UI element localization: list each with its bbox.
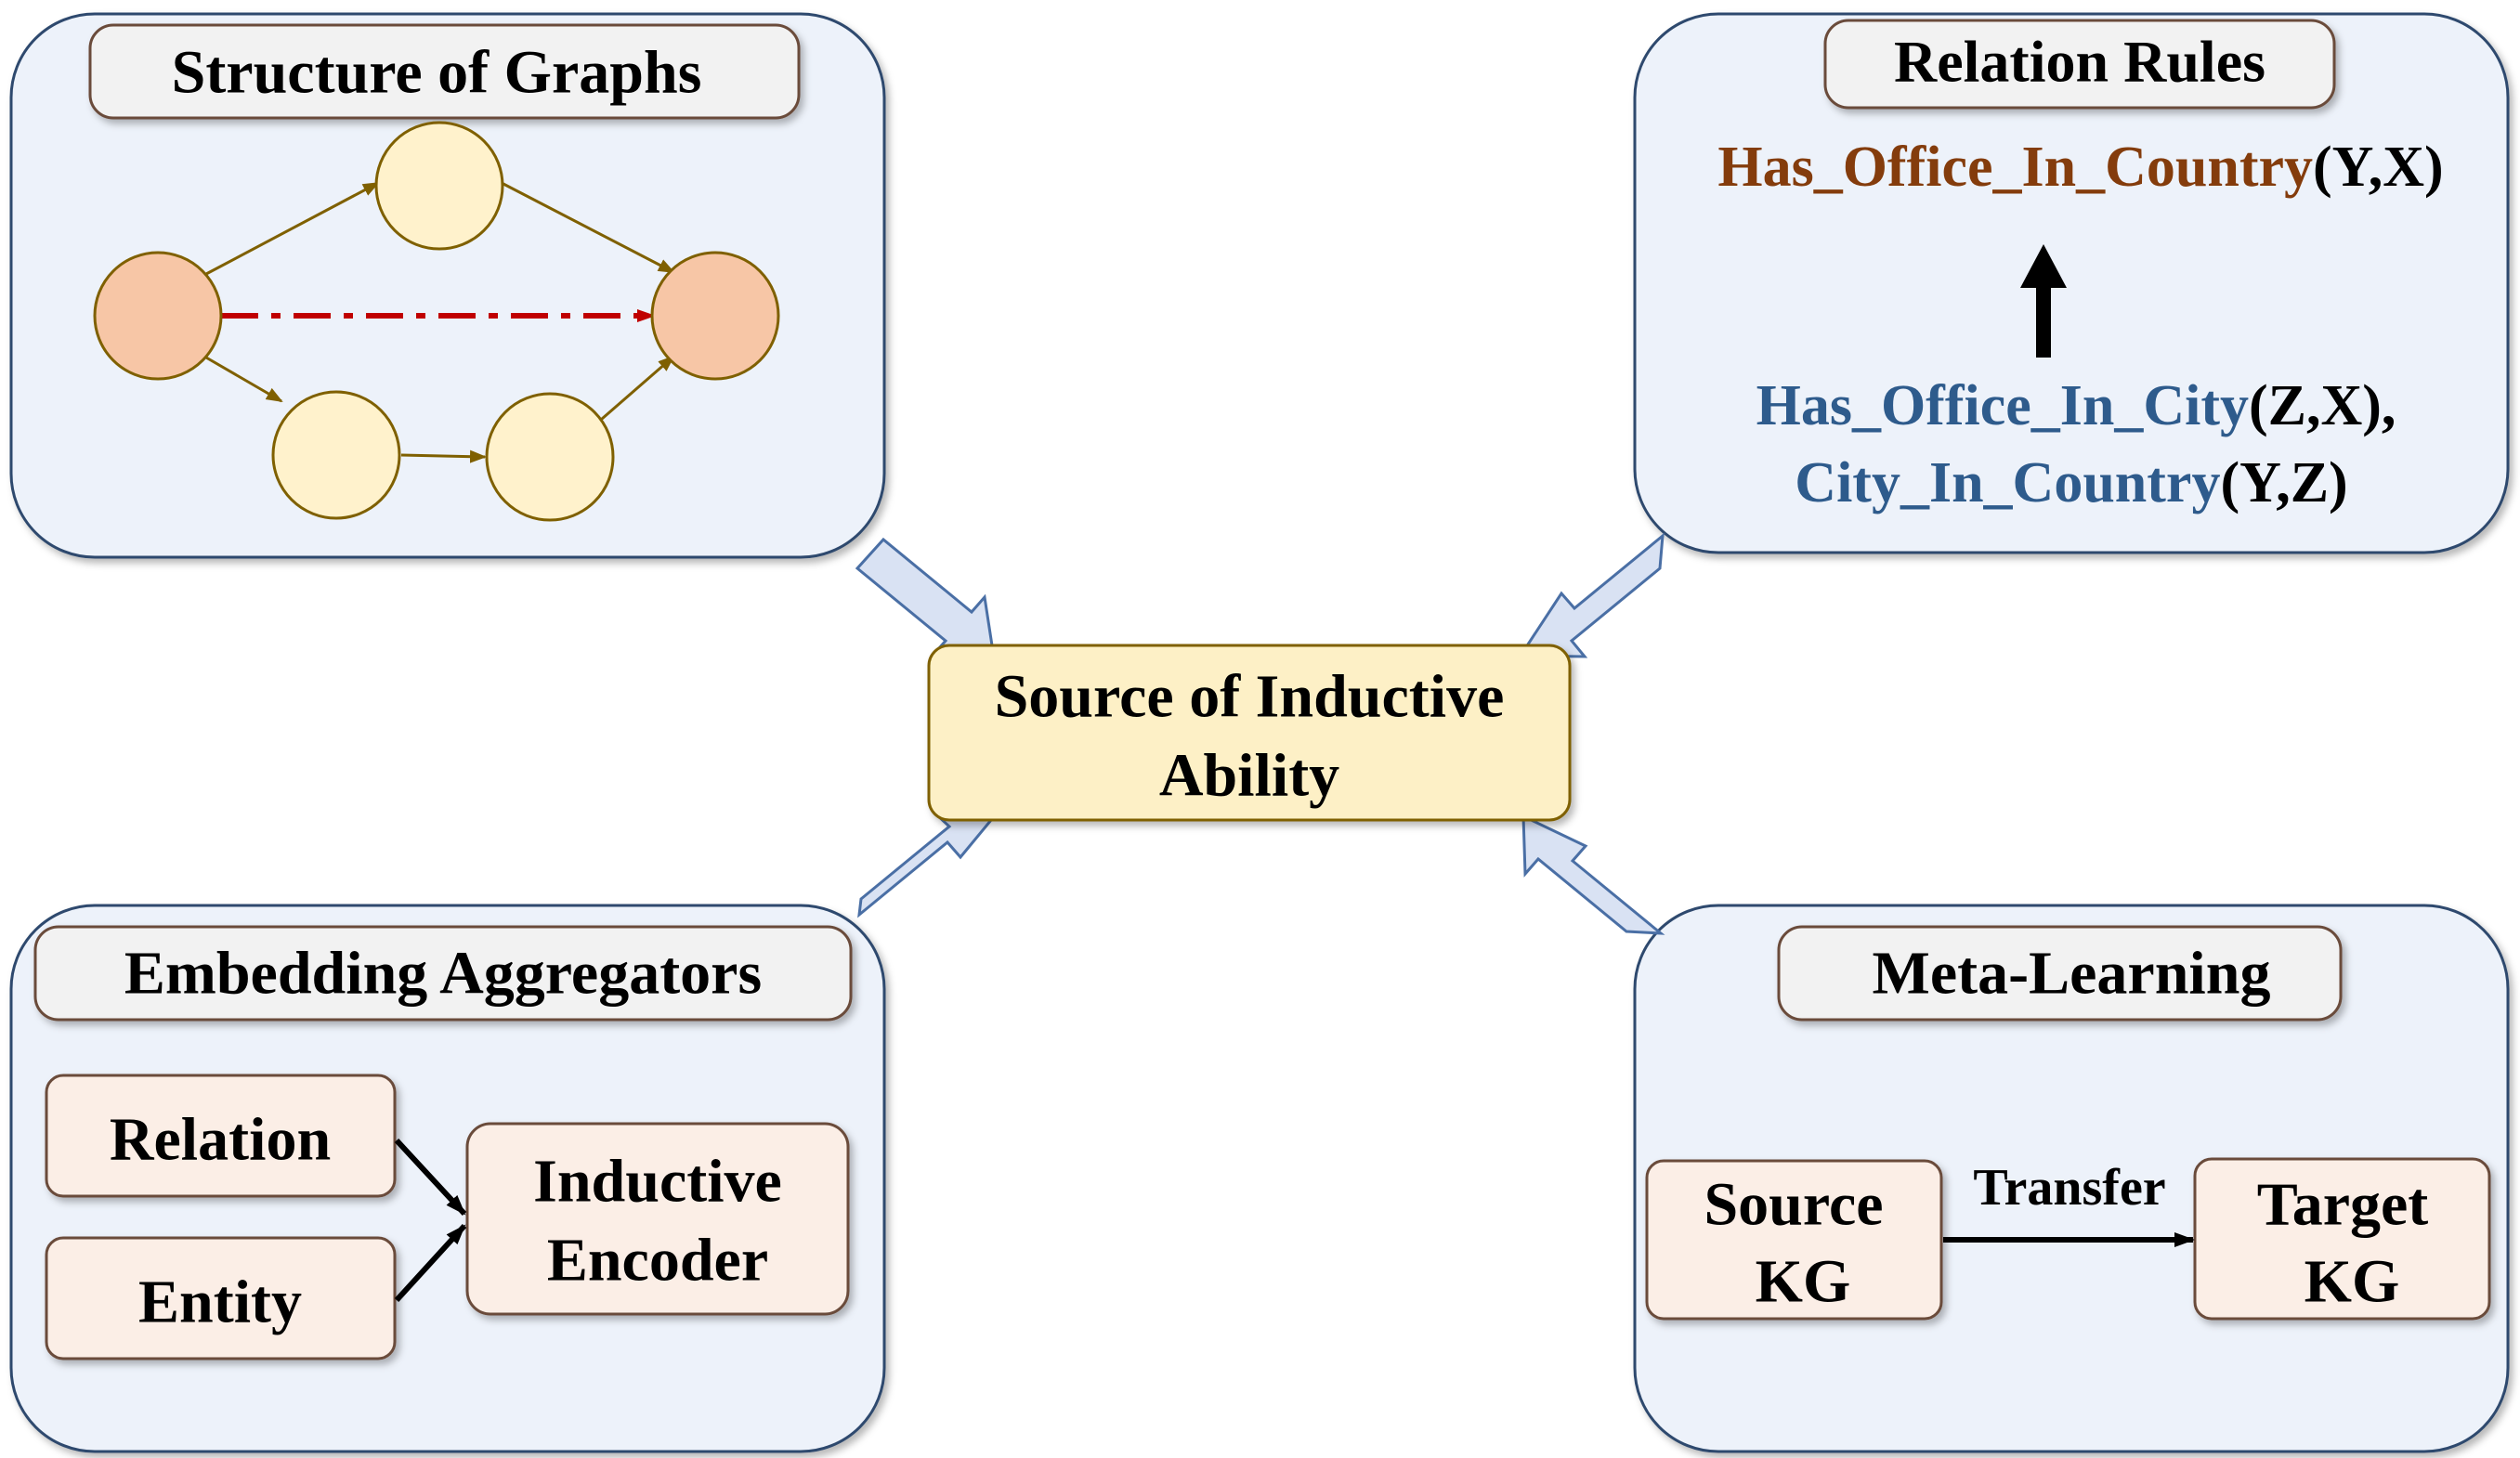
graph-node-tail [650, 251, 780, 381]
rule-body1-args: (Z,X), [2249, 374, 2396, 437]
rule-head: Has_Office_In_Country(Y,X) [1717, 136, 2443, 199]
block-arrows [855, 532, 1665, 935]
graph-edge [501, 181, 675, 274]
center-box: Source of Inductive Ability [927, 644, 1572, 822]
source-kg-line1: Source [1704, 1171, 1883, 1239]
target-kg-box: Target KG [2193, 1157, 2491, 1321]
source-kg-line2: KG [1756, 1248, 1851, 1316]
relation-rules-panel: Relation Rules Has_Office_In_Country(Y,X… [1633, 12, 2510, 554]
entity-box: Entity [45, 1236, 397, 1360]
rule-head-args: (Y,X) [2313, 136, 2444, 199]
graph-node [485, 392, 615, 522]
rule-head-relation: Has_Office_In_Country [1717, 136, 2313, 199]
embedding-aggregators-panel: Embedding Aggregators Relation Entity In… [9, 904, 886, 1453]
encoder-label-line2: Encoder [547, 1227, 768, 1295]
graph-edge [205, 181, 380, 276]
source-kg-box: Source KG [1645, 1159, 1943, 1321]
embedding-title: Embedding Aggregators [124, 940, 762, 1008]
transfer-label: Transfer [1973, 1159, 2165, 1217]
block-arrow-from-rules [1518, 532, 1665, 658]
center-title-line2: Ability [1159, 742, 1339, 810]
rule-body-1: Has_Office_In_City(Z,X), [1756, 374, 2396, 437]
entity-to-encoder-arrow [394, 1223, 467, 1303]
inductive-encoder-box: Inductive Encoder [465, 1122, 850, 1316]
rules-title-box: Relation Rules [1823, 19, 2336, 110]
meta-learning-panel: Meta-Learning Source KG Target KG Transf… [1633, 904, 2510, 1453]
rule-body2-args: (Y,Z) [2220, 451, 2347, 514]
structure-of-graphs-panel: Structure of Graphs [9, 12, 886, 559]
embedding-title-box: Embedding Aggregators [33, 925, 853, 1022]
relation-to-encoder-arrow [394, 1138, 467, 1217]
rule-body1-relation: Has_Office_In_City [1756, 374, 2249, 437]
structure-title: Structure of Graphs [172, 39, 702, 107]
graph-node [271, 390, 401, 520]
encoder-label-line1: Inductive [533, 1148, 782, 1216]
block-arrow-from-embedding [857, 811, 999, 918]
implication-arrow-up [2020, 244, 2067, 358]
rule-body-2: City_In_Country(Y,Z) [1795, 451, 2347, 514]
rule-body2-relation: City_In_Country [1795, 451, 2220, 514]
rules-title: Relation Rules [1894, 29, 2265, 95]
target-kg-line1: Target [2257, 1171, 2429, 1239]
graph-edge [205, 356, 283, 403]
relation-box: Relation [45, 1074, 397, 1198]
meta-title: Meta-Learning [1873, 940, 2271, 1008]
graph-node [374, 121, 504, 251]
graph-node-head [93, 251, 223, 381]
relation-label: Relation [110, 1106, 331, 1174]
target-kg-line2: KG [2305, 1248, 2400, 1316]
graph-edge [594, 355, 675, 427]
center-title-line1: Source of Inductive [995, 663, 1505, 731]
graph-edge [400, 449, 487, 463]
structure-title-box: Structure of Graphs [88, 23, 801, 120]
block-arrow-from-structure [855, 537, 996, 659]
block-arrow-from-meta [1521, 814, 1665, 935]
meta-title-box: Meta-Learning [1777, 925, 2343, 1022]
entity-label: Entity [138, 1269, 302, 1336]
